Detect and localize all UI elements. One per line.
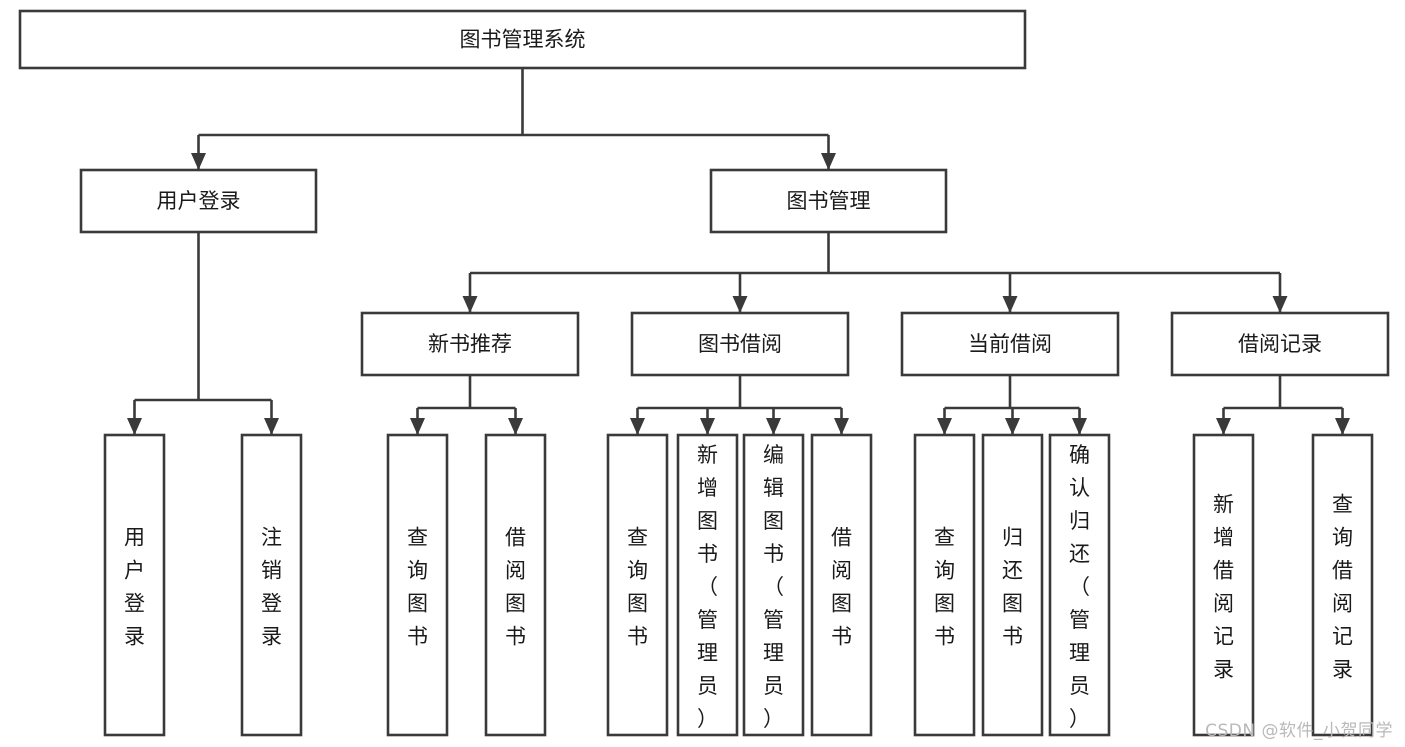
leaf-leaf-query-record-box[interactable] xyxy=(1311,433,1374,737)
leaf-leaf-query-book-current-box[interactable] xyxy=(913,433,976,737)
root-node-label: 图书管理系统 xyxy=(460,28,586,52)
leaf-leaf-confirm-return-box[interactable] xyxy=(1048,433,1111,737)
leaf-leaf-edit-book-box[interactable] xyxy=(742,433,805,737)
leaf-leaf-add-book-box[interactable] xyxy=(676,433,739,737)
leaf-leaf-query-book-borrow-label: 查询图书 xyxy=(627,526,648,649)
user-login-to-leaves-arrow-0 xyxy=(127,418,142,435)
book-manage-to-l3-arrow-0 xyxy=(462,296,478,313)
node-new-book-recommend-label: 新书推荐 xyxy=(428,332,512,356)
node-new-book-recommend-box[interactable] xyxy=(360,311,580,377)
leaf-leaf-query-record-label: 查询借阅记录 xyxy=(1332,493,1353,682)
borrow-record-to-leaves-arrow-0 xyxy=(1216,418,1231,435)
leaf-leaf-user-logout-label: 注销登录 xyxy=(261,526,282,649)
leaf-leaf-add-book-label: 新增图书（管理员） xyxy=(697,443,718,731)
book-borrow-to-leaves-arrow-3 xyxy=(834,418,849,435)
node-borrow-record-label: 借阅记录 xyxy=(1238,332,1322,356)
leaf-leaf-user-login-box[interactable] xyxy=(103,433,166,737)
watermark-text: CSDN @软件_小贺同学 xyxy=(1205,721,1393,741)
root-to-l2-arrow-1 xyxy=(821,153,836,170)
current-borrow-to-leaves-arrow-1 xyxy=(1005,418,1020,435)
node-user-login-box[interactable] xyxy=(79,168,318,234)
leaf-leaf-return-book-label: 归还图书 xyxy=(1002,526,1023,649)
new-book-to-leaves-arrow-0 xyxy=(410,418,425,435)
leaf-leaf-query-book-recommend-label: 查询图书 xyxy=(407,526,428,649)
current-borrow-to-leaves-arrow-2 xyxy=(1072,418,1087,435)
current-borrow-to-leaves-arrow-0 xyxy=(937,418,952,435)
leaf-leaf-edit-book-label: 编辑图书（管理员） xyxy=(763,443,784,731)
node-user-login-label: 用户登录 xyxy=(157,189,241,213)
node-layer: 图书管理系统用户登录图书管理新书推荐图书借阅当前借阅借阅记录用户登录注销登录查询… xyxy=(18,9,1390,737)
node-current-borrow-box[interactable] xyxy=(900,311,1120,377)
leaf-leaf-borrow-book-recommend-label: 借阅图书 xyxy=(505,526,526,649)
leaf-leaf-add-record-box[interactable] xyxy=(1192,433,1255,737)
connector-layer xyxy=(127,68,1350,435)
leaf-leaf-query-book-current-label: 查询图书 xyxy=(934,526,955,649)
leaf-leaf-query-book-borrow-box[interactable] xyxy=(606,433,669,737)
book-manage-to-l3-arrow-2 xyxy=(1002,296,1018,313)
new-book-to-leaves-arrow-1 xyxy=(508,418,523,435)
leaf-leaf-borrow-book-recommend-box[interactable] xyxy=(484,433,547,737)
node-book-manage-label: 图书管理 xyxy=(787,189,871,213)
book-manage-to-l3-arrow-3 xyxy=(1272,296,1288,313)
node-book-borrow-box[interactable] xyxy=(630,311,850,377)
leaf-leaf-user-login-label: 用户登录 xyxy=(124,526,145,649)
leaf-leaf-borrow-book-box[interactable] xyxy=(810,433,873,737)
leaf-leaf-borrow-book-label: 借阅图书 xyxy=(831,526,852,649)
user-login-to-leaves-arrow-1 xyxy=(264,418,279,435)
book-borrow-to-leaves-arrow-1 xyxy=(700,418,715,435)
leaf-leaf-user-logout-box[interactable] xyxy=(240,433,303,737)
leaf-leaf-confirm-return-label: 确认归还（管理员） xyxy=(1069,443,1090,731)
node-book-borrow-label: 图书借阅 xyxy=(698,332,782,356)
borrow-record-to-leaves-arrow-1 xyxy=(1335,418,1350,435)
book-manage-to-l3-arrow-1 xyxy=(732,296,748,313)
node-current-borrow-label: 当前借阅 xyxy=(968,332,1052,356)
book-borrow-to-leaves-arrow-2 xyxy=(766,418,781,435)
leaf-leaf-add-record-label: 新增借阅记录 xyxy=(1213,493,1234,682)
node-book-manage-box[interactable] xyxy=(709,168,948,234)
leaf-leaf-query-book-recommend-box[interactable] xyxy=(386,433,449,737)
book-borrow-to-leaves-arrow-0 xyxy=(630,418,645,435)
leaf-leaf-return-book-box[interactable] xyxy=(981,433,1044,737)
node-borrow-record-box[interactable] xyxy=(1170,311,1390,377)
root-to-l2-arrow-0 xyxy=(191,153,206,170)
root-node-box[interactable] xyxy=(18,9,1027,70)
